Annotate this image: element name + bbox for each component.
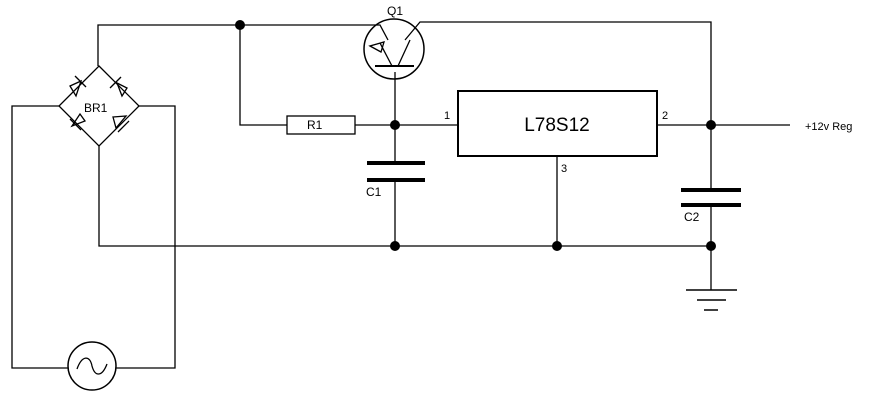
bridge-label: BR1 (84, 101, 108, 115)
wire-ground-rail (98, 146, 711, 247)
pin-2-label: 2 (662, 110, 668, 122)
junction-dot (552, 241, 562, 251)
wire-bridge-top (97, 24, 240, 66)
c1-label: C1 (366, 185, 382, 199)
junction-dot (706, 241, 716, 251)
bridge-rectifier: BR1 (58, 65, 140, 147)
diode-upper-left (69, 75, 87, 98)
pin-1-label: 1 (444, 110, 450, 122)
ground-icon (686, 289, 737, 311)
wire-ac-left (11, 105, 68, 369)
wire-emitter-to-output (404, 21, 712, 125)
resistor-label: R1 (307, 118, 323, 132)
junction-dot (390, 241, 400, 251)
pin-3-label: 3 (561, 163, 567, 175)
diode-lower-right (112, 115, 130, 133)
emitter-arrow-icon (368, 41, 385, 53)
ac-source-icon (67, 341, 117, 391)
wire-to-r1 (239, 25, 287, 126)
resistor-r1: R1 (286, 115, 356, 135)
transistor-label: Q1 (387, 4, 403, 18)
transistor-q1: Q1 (363, 4, 425, 80)
junction-dot (706, 120, 716, 130)
wire-ac-right (116, 105, 176, 369)
bridge-outline (58, 65, 140, 147)
junction-dot (235, 20, 245, 30)
regulator-ic: L78S12 1 2 3 (444, 90, 668, 175)
diode-upper-right (109, 76, 128, 98)
capacitor-c2: C2 (681, 188, 741, 224)
junctions (235, 20, 716, 251)
wires (11, 21, 790, 369)
diode-lower-left (69, 112, 87, 131)
c2-label: C2 (684, 210, 700, 224)
junction-dot (390, 120, 400, 130)
output-net-label: +12v Reg (805, 121, 852, 133)
capacitor-c1: C1 (366, 161, 425, 199)
wire-top-to-collector (240, 24, 389, 41)
regulator-part-label: L78S12 (524, 115, 590, 136)
